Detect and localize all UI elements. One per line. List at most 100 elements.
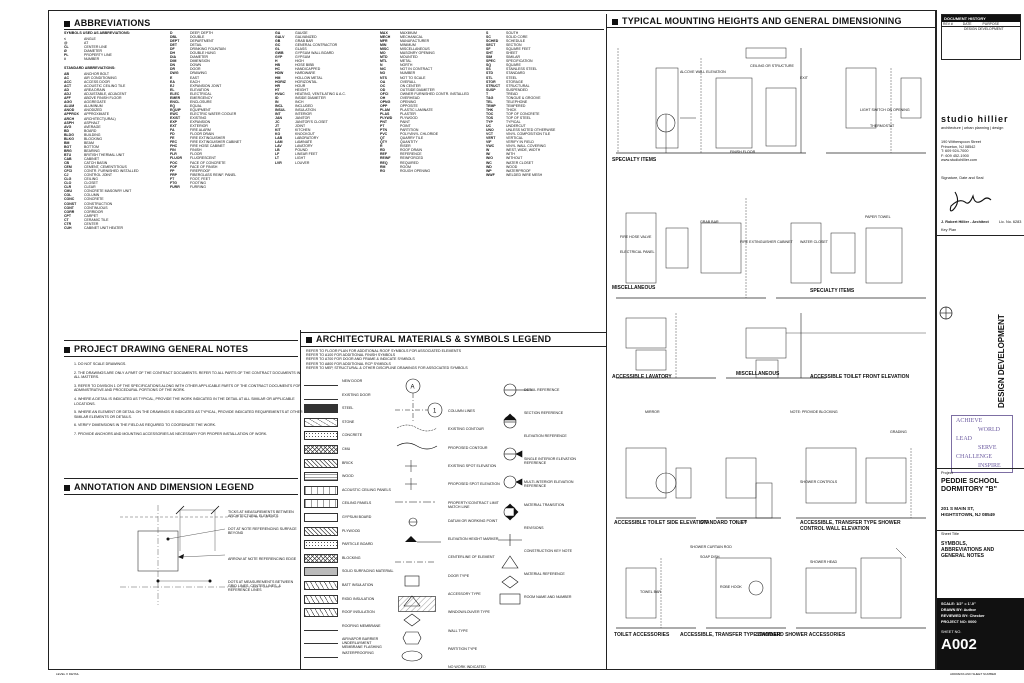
abbreviation-row: TOC TOP OF CONCRETE: [486, 112, 555, 116]
abbreviation-key: MECH: [380, 35, 391, 40]
mounting-callout: PAPER TOWEL: [865, 215, 891, 219]
mounting-callout: SOAP DISH: [700, 555, 720, 559]
abbreviation-key: ADJ: [64, 92, 72, 97]
material-label: SOLID SURFACING MATERIAL: [342, 569, 394, 574]
abbreviation-meaning: BEAM: [84, 140, 94, 145]
material-swatch: [304, 445, 338, 454]
abbreviation-key: ARCH: [64, 116, 75, 121]
abbreviation-meaning: FLOOR DRAIN: [190, 132, 214, 137]
mounting-callout: SHOWER CURTAIN ROD: [690, 545, 732, 549]
abbreviation-meaning: BOTTOM: [84, 144, 99, 149]
abbreviation-meaning: HIGH: [295, 59, 304, 64]
abbreviation-meaning: LAMINATE: [295, 140, 313, 145]
reference-symbol-label: MULTI-INTERIOR ELEVATION REFERENCE: [524, 480, 574, 488]
abbreviation-key: TOC: [486, 111, 494, 116]
general-note: 5. WHERE AN ELEMENT OR DETAIL ON THE DRA…: [74, 410, 303, 419]
address-line: HIGHTSTOWN, NJ 08549: [941, 512, 995, 517]
abbreviation-key: LVR: [275, 160, 282, 165]
abbreviation-meaning: TOP OF CONCRETE: [506, 111, 540, 116]
abbreviation-meaning: DIAMETER: [84, 49, 103, 54]
abbreviation-meaning: GLASS: [295, 47, 307, 52]
abbreviation-key: AFF: [64, 96, 71, 101]
abbreviation-meaning: HOLLOW METAL: [295, 75, 323, 80]
abbreviation-key: NTS: [380, 75, 387, 80]
abbreviation-key: PTN: [380, 128, 387, 133]
abbreviation-key: HB: [275, 63, 281, 68]
material-swatch: [304, 404, 338, 414]
symbol-label: WALL TYPE: [448, 628, 468, 633]
abbreviation-meaning: INCH: [295, 99, 304, 104]
mounting-callout: NOTE: PROVIDE BLOCKING: [790, 410, 838, 414]
abbreviation-key: PT: [380, 124, 385, 129]
abbreviation-meaning: SOUTH: [506, 31, 519, 35]
abbreviation-meaning: TREAD: [506, 91, 518, 96]
abbreviation-key: DH: [170, 51, 176, 56]
abbreviation-key: AC: [64, 76, 70, 81]
mounting-detail-title: ACCESSIBLE, TRANSFER TYPE SHOWER: [680, 632, 781, 638]
abbreviation-key: UNO: [486, 128, 494, 133]
logo-word: INSPIRE: [978, 463, 1001, 469]
reference-symbol-label: SINGLE INTERIOR ELEVATION REFERENCE: [524, 457, 576, 465]
mounting-callout: MIRROR: [645, 410, 660, 414]
abbreviation-key: MISC: [380, 47, 389, 52]
abbreviation-key: SHT: [486, 51, 493, 56]
abbreviation-key: IN: [275, 99, 279, 104]
standard-heading: STANDARD ABBREVIATIONS:: [64, 66, 116, 70]
legend-intro-line: REFER TO A700 FOR DOOR AND FRAME & INDIC…: [306, 357, 415, 362]
abbreviation-key: MAX: [380, 31, 388, 35]
abbreviation-key: W: [486, 148, 490, 153]
abbreviation-key: #: [64, 57, 66, 62]
abbreviation-meaning: FIRE ALARM: [190, 128, 211, 133]
sheet-title-line: SYMBOLS,: [941, 541, 968, 547]
abbreviation-meaning: FACE OF FINISH: [190, 164, 218, 169]
sheet-no-label: SHEET NO.: [941, 630, 962, 634]
abbreviation-meaning: INSULATION: [295, 107, 316, 112]
abbreviation-key: DN: [170, 63, 176, 68]
materials-legend-title: ARCHITECTURAL MATERIALS & SYMBOLS LEGEND: [306, 334, 551, 344]
abbreviation-key: MO: [380, 51, 386, 56]
abbreviation-key: WC: [486, 160, 492, 165]
history-column-header: REV #: [943, 22, 953, 26]
abbreviation-row: W/WITH: [486, 152, 555, 156]
abbreviation-key: CLR: [64, 185, 72, 190]
abbreviation-key: CEM: [64, 165, 72, 170]
symbol-label: ELEVATION HEIGHT MARKER: [448, 537, 499, 542]
material-swatch: [304, 553, 338, 563]
abbreviation-meaning: MANUFACTURER: [400, 39, 430, 44]
abbreviation-meaning: STORAGE: [506, 79, 524, 84]
materials-legend-intro: REFER TO FLOOR PLAN FOR ADDITIONAL ROOF …: [306, 349, 468, 370]
abbreviation-meaning: CLOSET: [84, 181, 99, 186]
abbreviation-meaning: UNDERCUT: [506, 124, 526, 129]
abbreviation-key: INCL: [275, 103, 284, 108]
abbreviation-key: DWG: [170, 71, 179, 76]
mounting-detail-title: SPECIALTY ITEMS: [612, 157, 657, 163]
abbreviation-meaning: GENERAL CONTRACTOR: [295, 43, 338, 48]
sheet-title-line: GENERAL NOTES: [941, 553, 984, 559]
abbreviation-meaning: NUMBER: [84, 57, 100, 62]
abbreviation-meaning: ON CENTER: [400, 83, 421, 88]
logo-word: CHALLENGE: [956, 454, 992, 460]
abbreviation-meaning: QUANTITY: [400, 140, 418, 145]
abbreviation-meaning: INTERIOR: [295, 111, 312, 116]
